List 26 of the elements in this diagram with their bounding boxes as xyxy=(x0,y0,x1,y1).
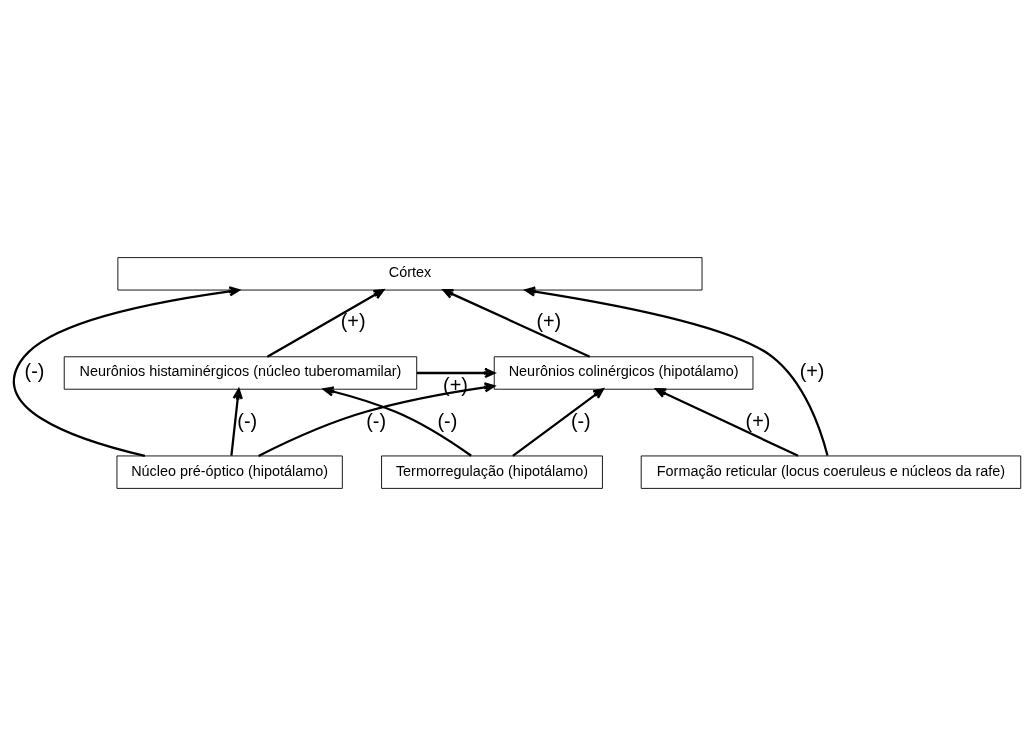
arrow xyxy=(524,285,829,456)
node-box: Núcleo pré-óptico (hipotálamo) xyxy=(116,455,343,489)
node-box: Neurônios histaminérgicos (núcleo tuberomamilar) xyxy=(63,355,418,390)
edge-label: (+) xyxy=(799,359,825,382)
arrow xyxy=(266,288,385,358)
edge-label: (+) xyxy=(745,409,771,432)
arrow xyxy=(13,285,240,457)
node-box: Termorregulação (hipotálamo) xyxy=(381,455,603,489)
edge-label: (+) xyxy=(536,309,562,332)
arrow xyxy=(655,387,799,457)
arrow xyxy=(230,387,243,456)
edge-label: (-) xyxy=(437,409,458,432)
arrow xyxy=(322,385,472,457)
arrow xyxy=(258,381,496,457)
edge-label: (-) xyxy=(366,409,387,432)
arrow xyxy=(442,288,591,358)
edge-label: (+) xyxy=(443,373,468,396)
arrow xyxy=(512,387,604,457)
edge-label: (+) xyxy=(340,309,366,332)
edge-label: (-) xyxy=(237,409,258,432)
node-box: Córtex xyxy=(117,256,703,290)
node-box: Formação reticular (locus coeruleus e núcleos da rafe) xyxy=(640,455,1022,489)
edge-label: (-) xyxy=(570,409,591,432)
arrow xyxy=(416,367,496,378)
edge-label: (-) xyxy=(24,359,45,382)
node-box: Neurônios colinérgicos (hipotálamo) xyxy=(493,355,754,390)
